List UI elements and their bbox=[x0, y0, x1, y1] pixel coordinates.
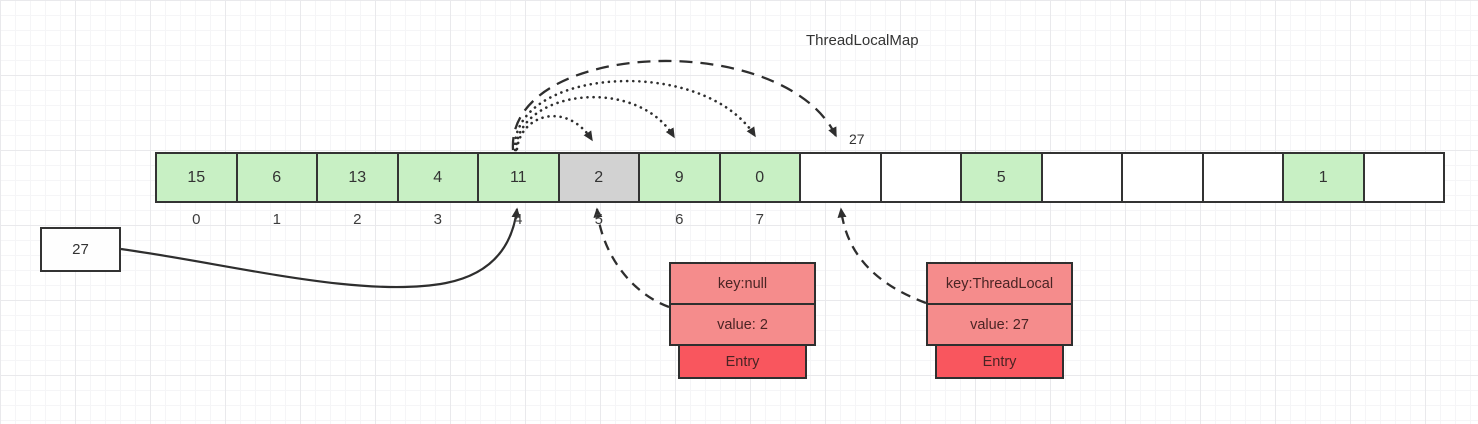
cell-index-label: 4 bbox=[514, 211, 523, 228]
array-cell-12 bbox=[1121, 152, 1204, 203]
cell-value: 11 bbox=[509, 168, 527, 186]
array-cell-15 bbox=[1362, 152, 1445, 203]
entry-footer: Entry bbox=[935, 344, 1064, 379]
arrow-probe-slot7 bbox=[513, 79, 757, 152]
entry-box-threadlocal: key:ThreadLocal value: 27 Entry bbox=[926, 262, 1073, 379]
array-cell-0: 15 0 bbox=[155, 152, 238, 228]
array-cell-13 bbox=[1201, 152, 1284, 203]
cell-index-label: 5 bbox=[594, 211, 603, 228]
arrow-probe-slot8-dashed bbox=[511, 59, 838, 151]
array-cell-4: 11 4 bbox=[477, 152, 560, 228]
array-cell-10: 5 bbox=[960, 152, 1043, 203]
diagram-title: ThreadLocalMap bbox=[806, 32, 919, 49]
incoming-value-box: 27 bbox=[40, 227, 121, 272]
cell-index-label: 3 bbox=[433, 211, 442, 228]
cell-value: 0 bbox=[755, 168, 765, 186]
cell-value: 9 bbox=[674, 168, 684, 186]
array-cell-11 bbox=[1040, 152, 1123, 203]
entry-footer: Entry bbox=[678, 344, 807, 379]
entry-value-row: value: 27 bbox=[926, 303, 1073, 346]
cell-index-label: 0 bbox=[192, 211, 201, 228]
cell-index-label: 6 bbox=[675, 211, 684, 228]
cell-index-label: 1 bbox=[272, 211, 281, 228]
cell-value: 1 bbox=[1318, 168, 1328, 186]
cell-index-label: 7 bbox=[755, 211, 764, 228]
entry-key-row: key:null bbox=[669, 262, 816, 305]
entry-box-stale: key:null value: 2 Entry bbox=[669, 262, 816, 379]
cell-value: 5 bbox=[996, 168, 1006, 186]
array-cell-9 bbox=[879, 152, 962, 203]
incoming-value-label: 27 bbox=[72, 241, 89, 258]
entry-key-row: key:ThreadLocal bbox=[926, 262, 1073, 305]
cell-value: 2 bbox=[594, 168, 604, 186]
cell-value: 15 bbox=[187, 168, 206, 186]
cell-value: 4 bbox=[433, 168, 443, 186]
arrow-entry-threadlocal-to-slot8 bbox=[837, 207, 927, 305]
cell-value: 6 bbox=[272, 168, 282, 186]
probe-target-label: 27 bbox=[849, 131, 865, 147]
arrow-probe-slot5 bbox=[515, 114, 594, 151]
cell-index-label: 2 bbox=[353, 211, 362, 228]
arrow-probe-slot6 bbox=[514, 95, 676, 152]
cell-value: 13 bbox=[348, 168, 367, 186]
array-cell-14: 1 bbox=[1282, 152, 1365, 203]
entry-value-row: value: 2 bbox=[669, 303, 816, 346]
array-cell-2: 13 2 bbox=[316, 152, 399, 228]
array-cell-8 bbox=[799, 152, 882, 203]
